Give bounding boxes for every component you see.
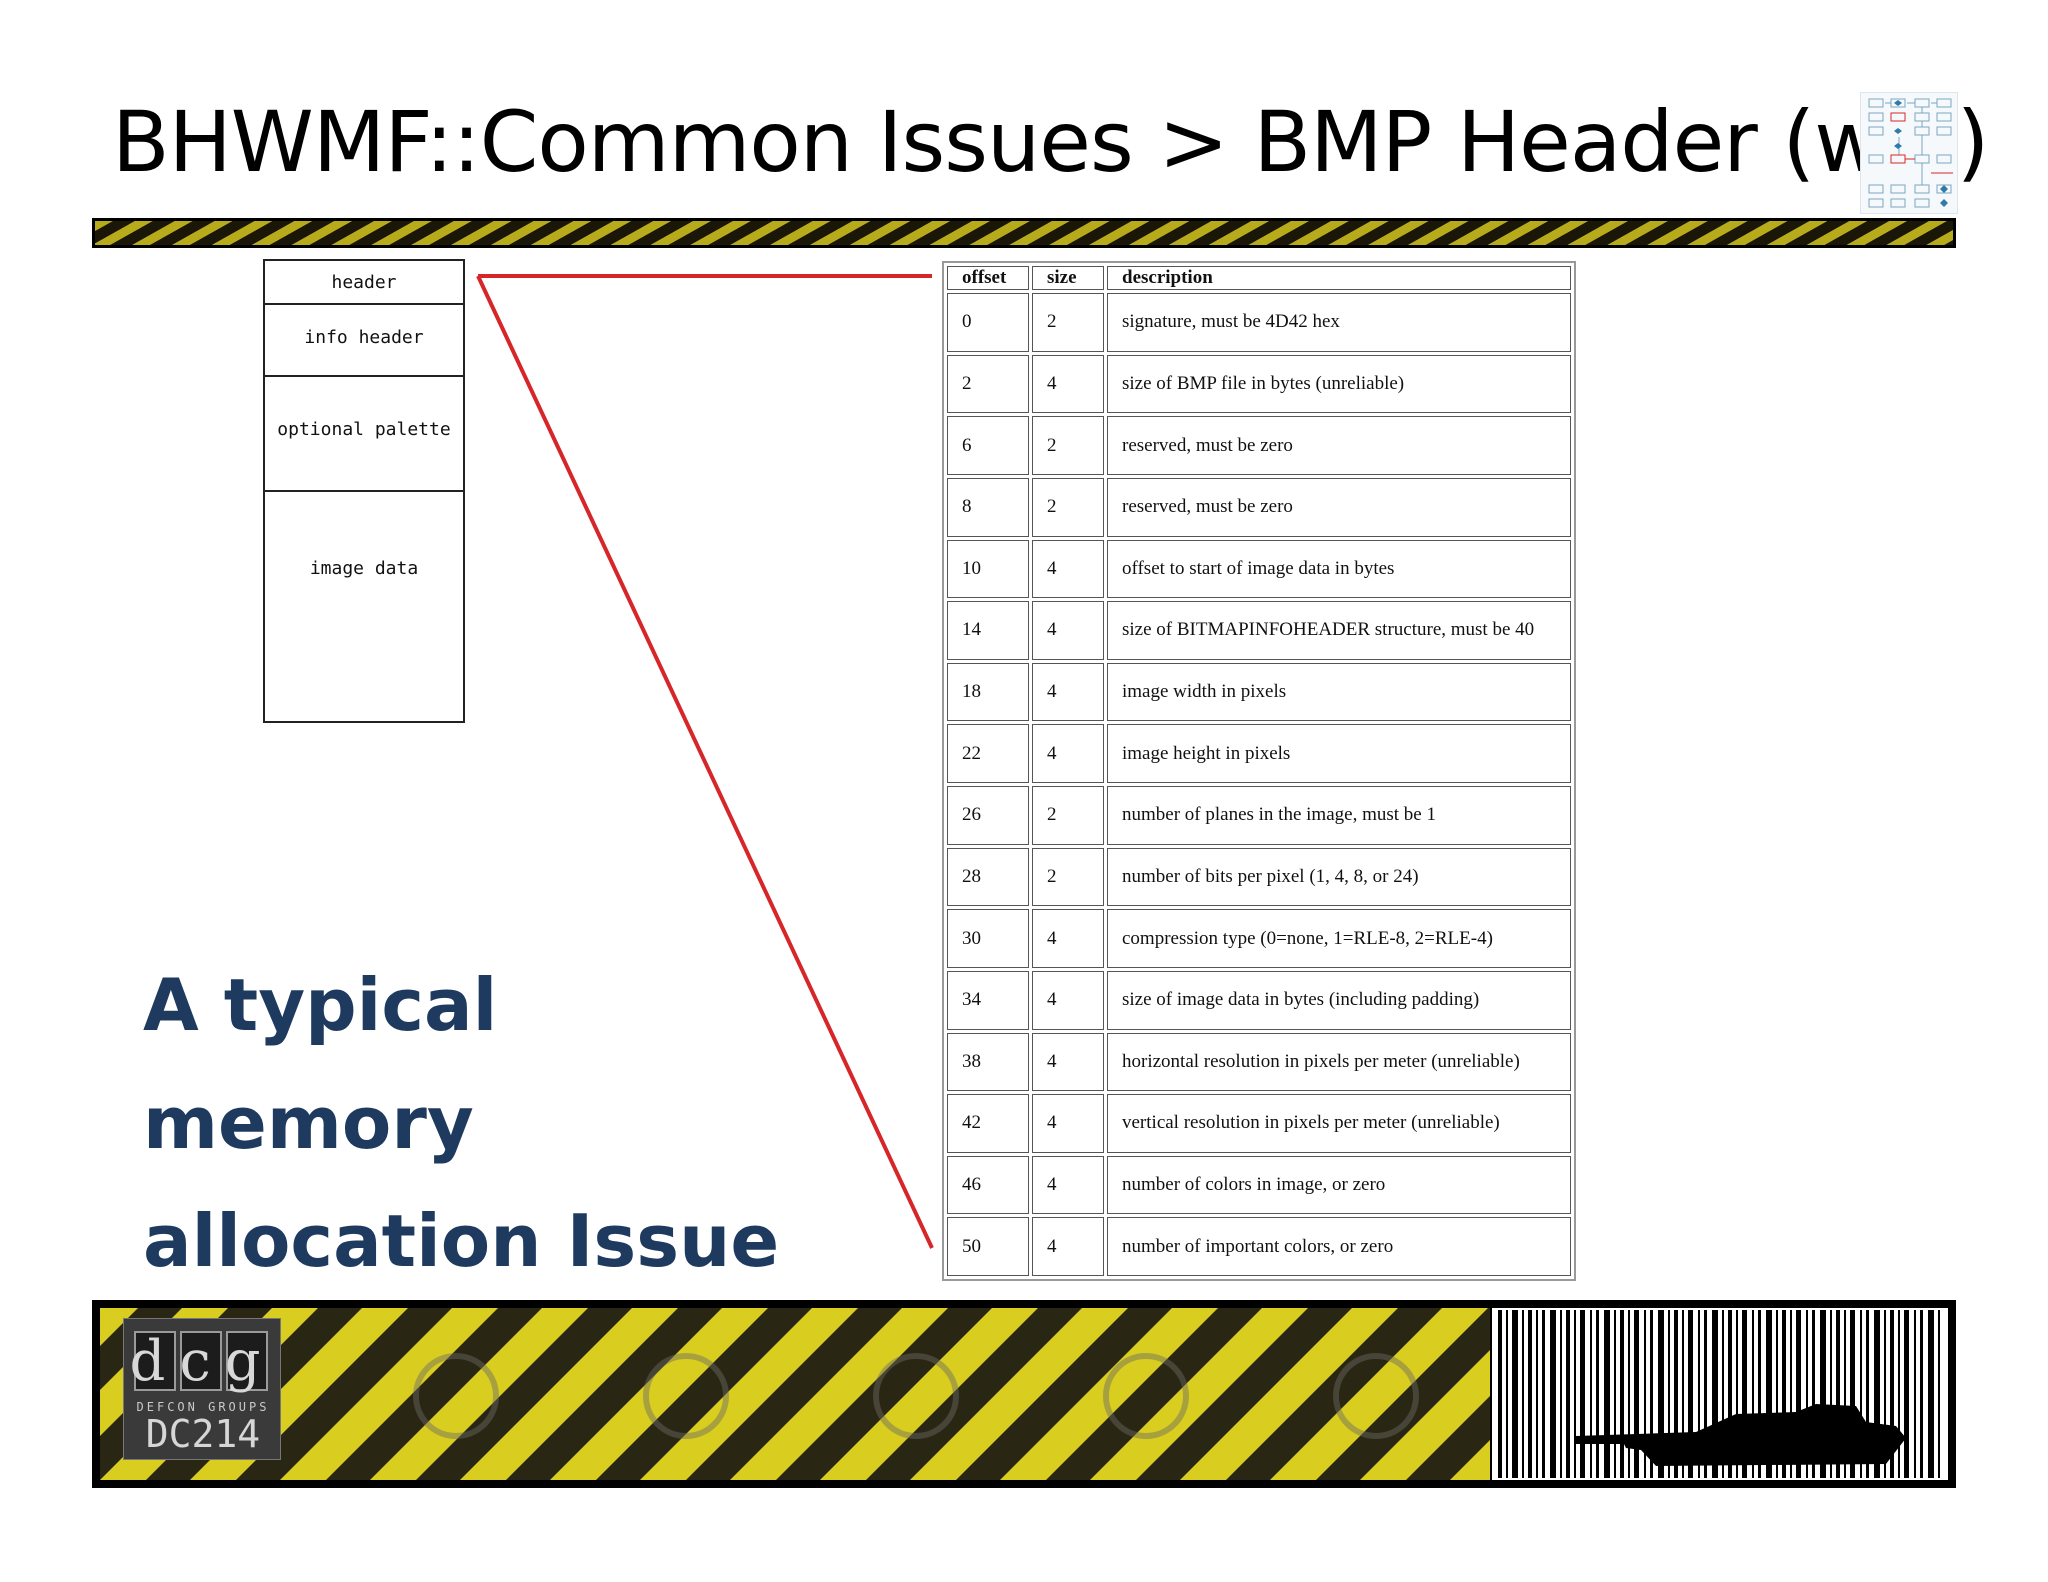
offset-cell: 6 xyxy=(947,416,1029,475)
connector-diagonal-line xyxy=(476,275,934,1249)
offset-cell: 30 xyxy=(947,909,1029,968)
footer-hazard-band xyxy=(92,1300,1956,1488)
offset-cell: 22 xyxy=(947,724,1029,783)
caption-text: A typical memory allocation Issue xyxy=(143,946,843,1300)
size-cell: 4 xyxy=(1032,1094,1104,1153)
size-cell: 2 xyxy=(1032,847,1104,907)
offset-cell: 26 xyxy=(947,786,1029,845)
caption-line-2: allocation Issue xyxy=(143,1199,780,1283)
table-header-row: offset size description xyxy=(947,266,1571,290)
size-cell: 4 xyxy=(1032,1032,1104,1092)
logo-subtitle: DEFCON GROUPS xyxy=(136,1400,270,1414)
memory-block-header: header xyxy=(265,261,463,305)
offset-cell: 38 xyxy=(947,1032,1029,1092)
offset-cell: 14 xyxy=(947,601,1029,660)
description-cell: compression type (0=none, 1=RLE-8, 2=RLE… xyxy=(1107,909,1571,968)
size-cell: 2 xyxy=(1032,786,1104,845)
offset-cell: 34 xyxy=(947,970,1029,1030)
description-cell: horizontal resolution in pixels per mete… xyxy=(1107,1032,1571,1092)
caption-line-1: A typical memory xyxy=(143,963,498,1165)
size-cell: 4 xyxy=(1032,909,1104,968)
description-cell: number of planes in the image, must be 1 xyxy=(1107,786,1571,845)
size-cell: 2 xyxy=(1032,477,1104,537)
offset-cell: 28 xyxy=(947,847,1029,907)
offset-cell: 10 xyxy=(947,539,1029,599)
column-header-description: description xyxy=(1107,266,1571,290)
memory-block-optional-palette: optional palette xyxy=(265,377,463,492)
size-cell: 4 xyxy=(1032,601,1104,660)
offset-cell: 2 xyxy=(947,354,1029,414)
size-cell: 4 xyxy=(1032,354,1104,414)
logo-number: DC214 xyxy=(145,1412,261,1456)
offset-cell: 18 xyxy=(947,662,1029,722)
description-cell: size of BITMAPINFOHEADER structure, must… xyxy=(1107,601,1571,660)
size-cell: 4 xyxy=(1032,539,1104,599)
size-cell: 4 xyxy=(1032,1217,1104,1276)
faint-ring-watermarks xyxy=(413,1353,1419,1439)
size-cell: 4 xyxy=(1032,662,1104,722)
offset-cell: 50 xyxy=(947,1217,1029,1276)
hazard-stripes xyxy=(100,1308,1490,1480)
slide-title: BHWMF::Common Issues > BMP Header (win) xyxy=(112,93,1989,191)
offset-cell: 42 xyxy=(947,1094,1029,1153)
hazard-stripe-bar xyxy=(92,218,1956,248)
description-cell: offset to start of image data in bytes xyxy=(1107,539,1571,599)
offset-cell: 46 xyxy=(947,1155,1029,1215)
description-cell: number of bits per pixel (1, 4, 8, or 24… xyxy=(1107,847,1571,907)
description-cell: reserved, must be zero xyxy=(1107,477,1571,537)
dcg-logo: dcg xyxy=(123,1318,281,1460)
size-cell: 4 xyxy=(1032,1155,1104,1215)
size-cell: 2 xyxy=(1032,416,1104,475)
description-cell: size of BMP file in bytes (unreliable) xyxy=(1107,354,1571,414)
column-header-offset: offset xyxy=(947,266,1029,290)
column-header-size: size xyxy=(1032,266,1104,290)
tank-silhouette-icon xyxy=(1576,1404,1906,1466)
description-cell: reserved, must be zero xyxy=(1107,416,1571,475)
offset-cell: 0 xyxy=(947,293,1029,352)
description-cell: number of important colors, or zero xyxy=(1107,1217,1571,1276)
size-cell: 4 xyxy=(1032,724,1104,783)
description-cell: image width in pixels xyxy=(1107,662,1571,722)
description-cell: image height in pixels xyxy=(1107,724,1571,783)
size-cell: 4 xyxy=(1032,970,1104,1030)
offset-cell: 8 xyxy=(947,477,1029,537)
bmp-memory-layout: header info header optional palette imag… xyxy=(263,259,465,723)
description-cell: vertical resolution in pixels per meter … xyxy=(1107,1094,1571,1153)
dcg-logo-letters: dcg xyxy=(129,1329,274,1394)
flowchart-thumbnail xyxy=(1860,92,1958,214)
memory-block-info-header: info header xyxy=(265,305,463,377)
header-expansion-connector xyxy=(476,274,934,1249)
memory-block-image-data: image data xyxy=(309,558,419,579)
description-cell: signature, must be 4D42 hex xyxy=(1107,293,1571,352)
barcode-icon xyxy=(1498,1310,1940,1478)
description-cell: number of colors in image, or zero xyxy=(1107,1155,1571,1215)
description-cell: size of image data in bytes (including p… xyxy=(1107,970,1571,1030)
size-cell: 2 xyxy=(1032,293,1104,352)
